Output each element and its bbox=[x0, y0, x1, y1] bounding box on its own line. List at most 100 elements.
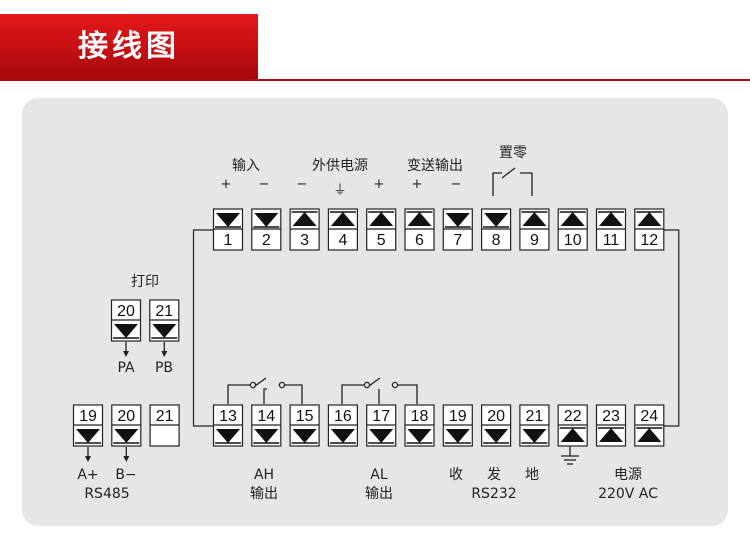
arrow-up-icon bbox=[522, 212, 547, 226]
terminal-top-8: 8 bbox=[481, 208, 512, 251]
terminal-bottom-20: 20 bbox=[481, 404, 512, 447]
lead-arrow-icon bbox=[123, 456, 130, 462]
sign-5: + bbox=[374, 177, 385, 192]
terminal-top-3: 3 bbox=[289, 208, 320, 251]
arrow-up-icon bbox=[560, 212, 585, 226]
sign-1: + bbox=[221, 177, 232, 192]
label-transmit-output: 变送输出 bbox=[407, 158, 463, 174]
terminal-bottom-23: 23 bbox=[595, 404, 627, 447]
arrow-up-icon bbox=[637, 212, 662, 226]
label-input: 输入 bbox=[232, 158, 260, 174]
terminal-number: 24 bbox=[640, 408, 658, 425]
terminal-bottom-13: 13 bbox=[212, 404, 244, 447]
terminal-bottom-14: 14 bbox=[251, 404, 282, 447]
terminal-top-4: 4 bbox=[327, 208, 358, 251]
terminal-bottom-16: 16 bbox=[327, 404, 358, 447]
terminal-top-5: 5 bbox=[366, 208, 397, 251]
arrow-down-icon bbox=[407, 429, 432, 443]
label-al-output: 输出 bbox=[365, 486, 393, 502]
arrow-up-icon bbox=[599, 212, 623, 226]
label-pa: PA bbox=[117, 360, 135, 376]
frame-wire-left bbox=[192, 229, 214, 427]
arrow-down-icon bbox=[114, 324, 138, 338]
arrow-up-icon bbox=[369, 212, 394, 226]
terminal-rs485-19: 19 bbox=[72, 404, 104, 447]
arrow-down-icon bbox=[254, 429, 279, 443]
arrow-down-icon bbox=[369, 429, 394, 443]
arrow-down-icon bbox=[330, 429, 355, 443]
lead-arrow-icon bbox=[123, 351, 129, 357]
terminal-printer-20: 20 bbox=[110, 299, 142, 342]
wiring-lines bbox=[192, 229, 680, 427]
label-reset: 置零 bbox=[499, 145, 527, 161]
label-transmit: 发 bbox=[487, 467, 501, 483]
label-220v-ac: 220V AC bbox=[598, 486, 658, 502]
terminal-bottom-22: 22 bbox=[557, 404, 588, 447]
label-ah: AH bbox=[254, 467, 274, 483]
sign-4-ground: ⏚ bbox=[333, 183, 346, 198]
frame-wire-right bbox=[663, 229, 680, 427]
label-printer: 打印 bbox=[131, 273, 159, 290]
header-divider bbox=[0, 79, 750, 81]
arrow-down-icon bbox=[445, 429, 470, 443]
al-relay-symbol bbox=[341, 377, 418, 404]
arrow-up-icon bbox=[407, 212, 432, 226]
terminal-number: 2 bbox=[262, 232, 271, 249]
terminal-top-12: 12 bbox=[634, 208, 665, 251]
terminal-number: 4 bbox=[338, 232, 347, 249]
label-b-minus: B− bbox=[115, 467, 136, 483]
arrow-down-icon bbox=[292, 429, 317, 443]
terminal-number: 7 bbox=[453, 232, 462, 249]
page-title: 接线图 bbox=[78, 29, 180, 64]
terminal-number: 20 bbox=[487, 408, 505, 425]
terminal-number: 15 bbox=[296, 408, 314, 425]
arrow-up-icon bbox=[292, 212, 317, 226]
arrow-down-icon bbox=[216, 213, 240, 227]
terminal-number: 16 bbox=[334, 408, 352, 425]
terminal-number: 19 bbox=[449, 408, 467, 425]
terminal-top-9: 9 bbox=[519, 208, 550, 251]
label-rs485: RS485 bbox=[84, 486, 129, 502]
arrow-down-icon bbox=[484, 213, 509, 227]
terminal-number: 14 bbox=[257, 408, 275, 425]
terminal-number: 12 bbox=[640, 232, 658, 249]
terminal-number: 13 bbox=[219, 408, 237, 425]
sign-6: + bbox=[412, 177, 423, 192]
label-rs232: RS232 bbox=[471, 486, 516, 502]
header-bar bbox=[0, 14, 258, 80]
label-power-supply: 电源 bbox=[614, 467, 642, 483]
arrow-down-icon bbox=[152, 324, 177, 338]
terminal-bottom-19: 19 bbox=[442, 404, 473, 447]
label-ah-output: 输出 bbox=[250, 486, 278, 502]
terminal-bottom-18: 18 bbox=[404, 404, 435, 447]
terminal-number: 20 bbox=[117, 408, 135, 425]
terminal-rs485-21: 21 bbox=[149, 404, 180, 447]
terminal-number: 10 bbox=[564, 232, 582, 249]
terminal-number: 20 bbox=[117, 303, 135, 320]
lead-arrow-icon bbox=[161, 351, 168, 357]
terminal-number: 5 bbox=[377, 232, 386, 249]
terminal-number: 21 bbox=[155, 303, 173, 320]
label-ground: 地 bbox=[525, 467, 539, 483]
terminal-top-10: 10 bbox=[557, 208, 588, 251]
ground-symbol-22 bbox=[561, 446, 579, 465]
sign-7: − bbox=[451, 177, 462, 192]
lead-arrow-icon bbox=[85, 456, 91, 462]
terminal-top-2: 2 bbox=[251, 208, 282, 251]
terminal-top-11: 11 bbox=[595, 208, 627, 251]
ah-relay-symbol bbox=[227, 377, 303, 404]
terminal-bottom-17: 17 bbox=[366, 404, 397, 447]
terminal-number: 9 bbox=[530, 232, 539, 249]
arrow-up-icon bbox=[560, 428, 585, 442]
terminal-number: 6 bbox=[415, 232, 424, 249]
terminal-number: 8 bbox=[492, 232, 501, 249]
terminal-top-7: 7 bbox=[442, 208, 473, 251]
sign-2: − bbox=[259, 177, 270, 192]
sign-3: − bbox=[297, 177, 308, 192]
terminal-number: 19 bbox=[79, 408, 97, 425]
label-pb: PB bbox=[155, 360, 173, 376]
arrow-down-icon bbox=[522, 429, 547, 443]
terminal-number: 22 bbox=[564, 408, 582, 425]
